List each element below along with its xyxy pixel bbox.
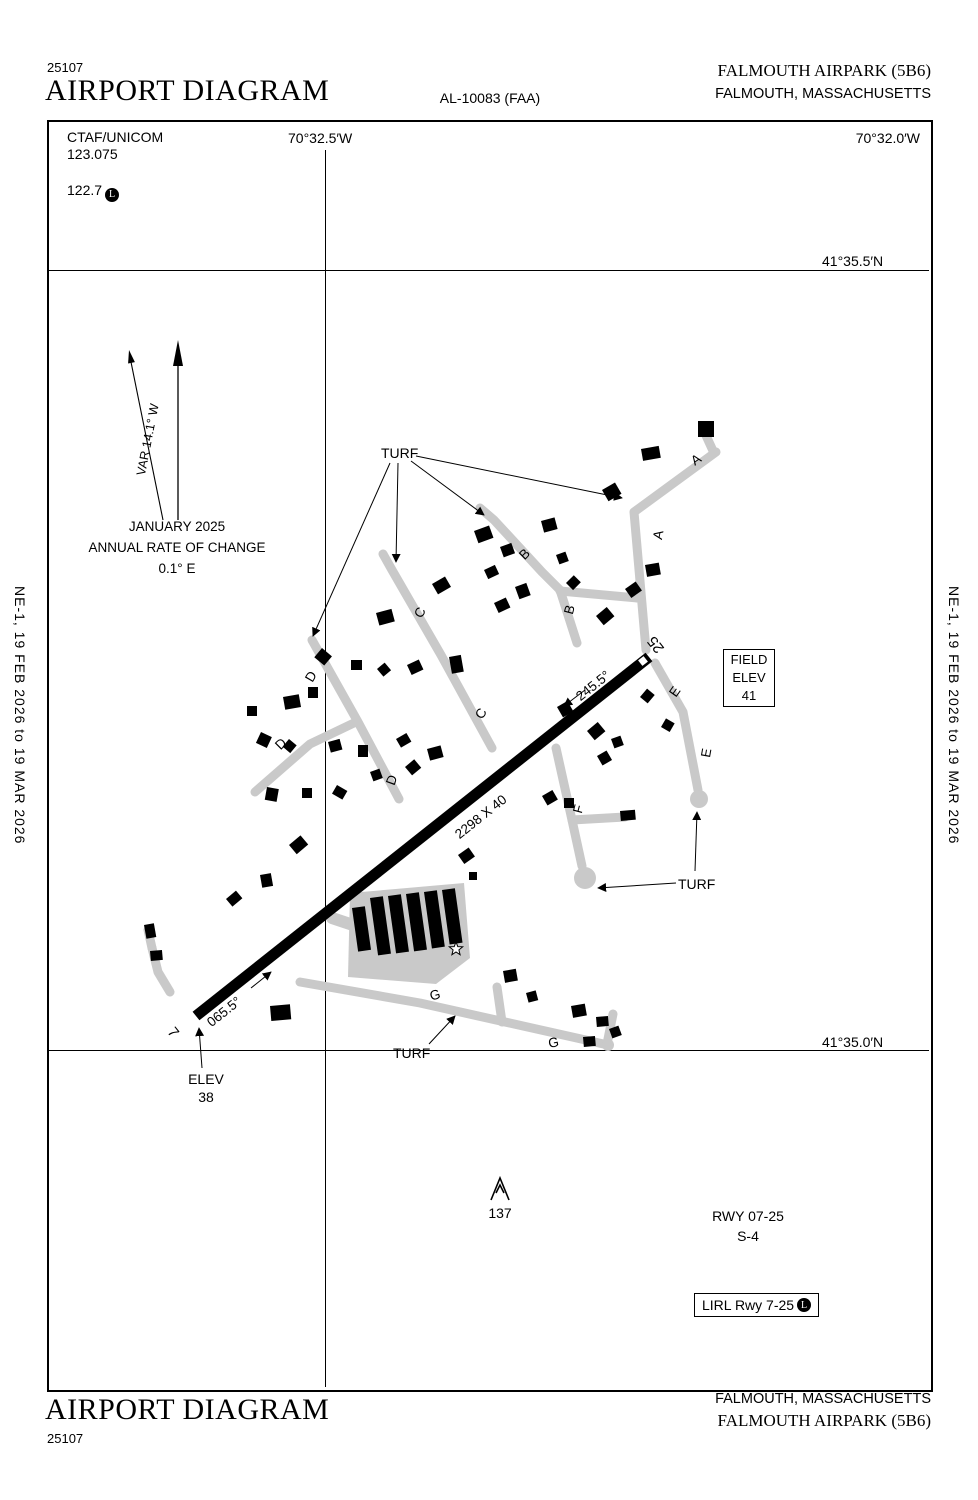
header-city: FALMOUTH, MASSACHUSETTS: [715, 86, 931, 102]
field-elev-value: 41: [741, 688, 757, 703]
secondary-frequency-value: 122.7: [67, 182, 103, 198]
turf-label-east: TURF: [678, 876, 716, 892]
header-chart-number: 25107: [47, 60, 84, 75]
right-margin-effective-dates: NE-1, 19 FEB 2026 to 19 MAR 2026: [946, 586, 962, 845]
longitude-label-left: 70°32.5′W: [288, 130, 353, 146]
footer-chart-number: 25107: [47, 1431, 84, 1446]
turf-label-north: TURF: [381, 445, 419, 461]
latitude-label-bottom: 41°35.0′N: [822, 1034, 884, 1050]
field-elev-line2: ELEV: [732, 670, 766, 685]
header-airport-name: FALMOUTH AIRPARK (5B6): [717, 61, 931, 80]
longitude-label-right: 70°32.0′W: [855, 130, 920, 146]
footer-title: AIRPORT DIAGRAM: [45, 1393, 330, 1426]
chart-border: [47, 120, 933, 1392]
field-elev-line1: FIELD: [730, 652, 768, 667]
latitude-label-top: 41°35.5′N: [822, 253, 884, 269]
ctaf-frequency: 123.075: [67, 146, 118, 162]
runway-info: RWY 07-25: [712, 1208, 784, 1224]
ctaf-label: CTAF/UNICOM: [67, 129, 164, 145]
variation-rate: 0.1° E: [158, 561, 196, 576]
footer-airport-name: FALMOUTH AIRPARK (5B6): [717, 1411, 931, 1430]
header-title: AIRPORT DIAGRAM: [45, 74, 330, 107]
threshold-elev-value: 38: [198, 1089, 214, 1105]
pilot-controlled-lighting-icon: L: [105, 187, 120, 202]
runway-remarks: RWY 07-25 S-4: [668, 1206, 828, 1246]
left-margin-effective-dates: NE-1, 19 FEB 2026 to 19 MAR 2026: [12, 586, 28, 845]
turf-label-south: TURF: [393, 1045, 431, 1061]
footer-city: FALMOUTH, MASSACHUSETTS: [715, 1391, 931, 1407]
field-elevation-box: FIELD ELEV 41: [723, 649, 775, 707]
variation-date: JANUARY 2025: [128, 519, 226, 534]
lighting-pcl-icon: L: [797, 1298, 812, 1312]
lighting-text: LIRL Rwy 7-25: [702, 1297, 795, 1313]
obstruction-height: 137: [488, 1205, 512, 1221]
variation-rate-label: ANNUAL RATE OF CHANGE: [88, 540, 266, 555]
pavement-class: S-4: [737, 1228, 759, 1244]
variation-note: JANUARY 2025 ANNUAL RATE OF CHANGE 0.1° …: [77, 516, 277, 579]
header-al-number: AL-10083 (FAA): [439, 90, 541, 106]
threshold-elev-label: ELEV: [188, 1071, 224, 1087]
threshold-elevation: ELEV 38: [170, 1070, 242, 1106]
